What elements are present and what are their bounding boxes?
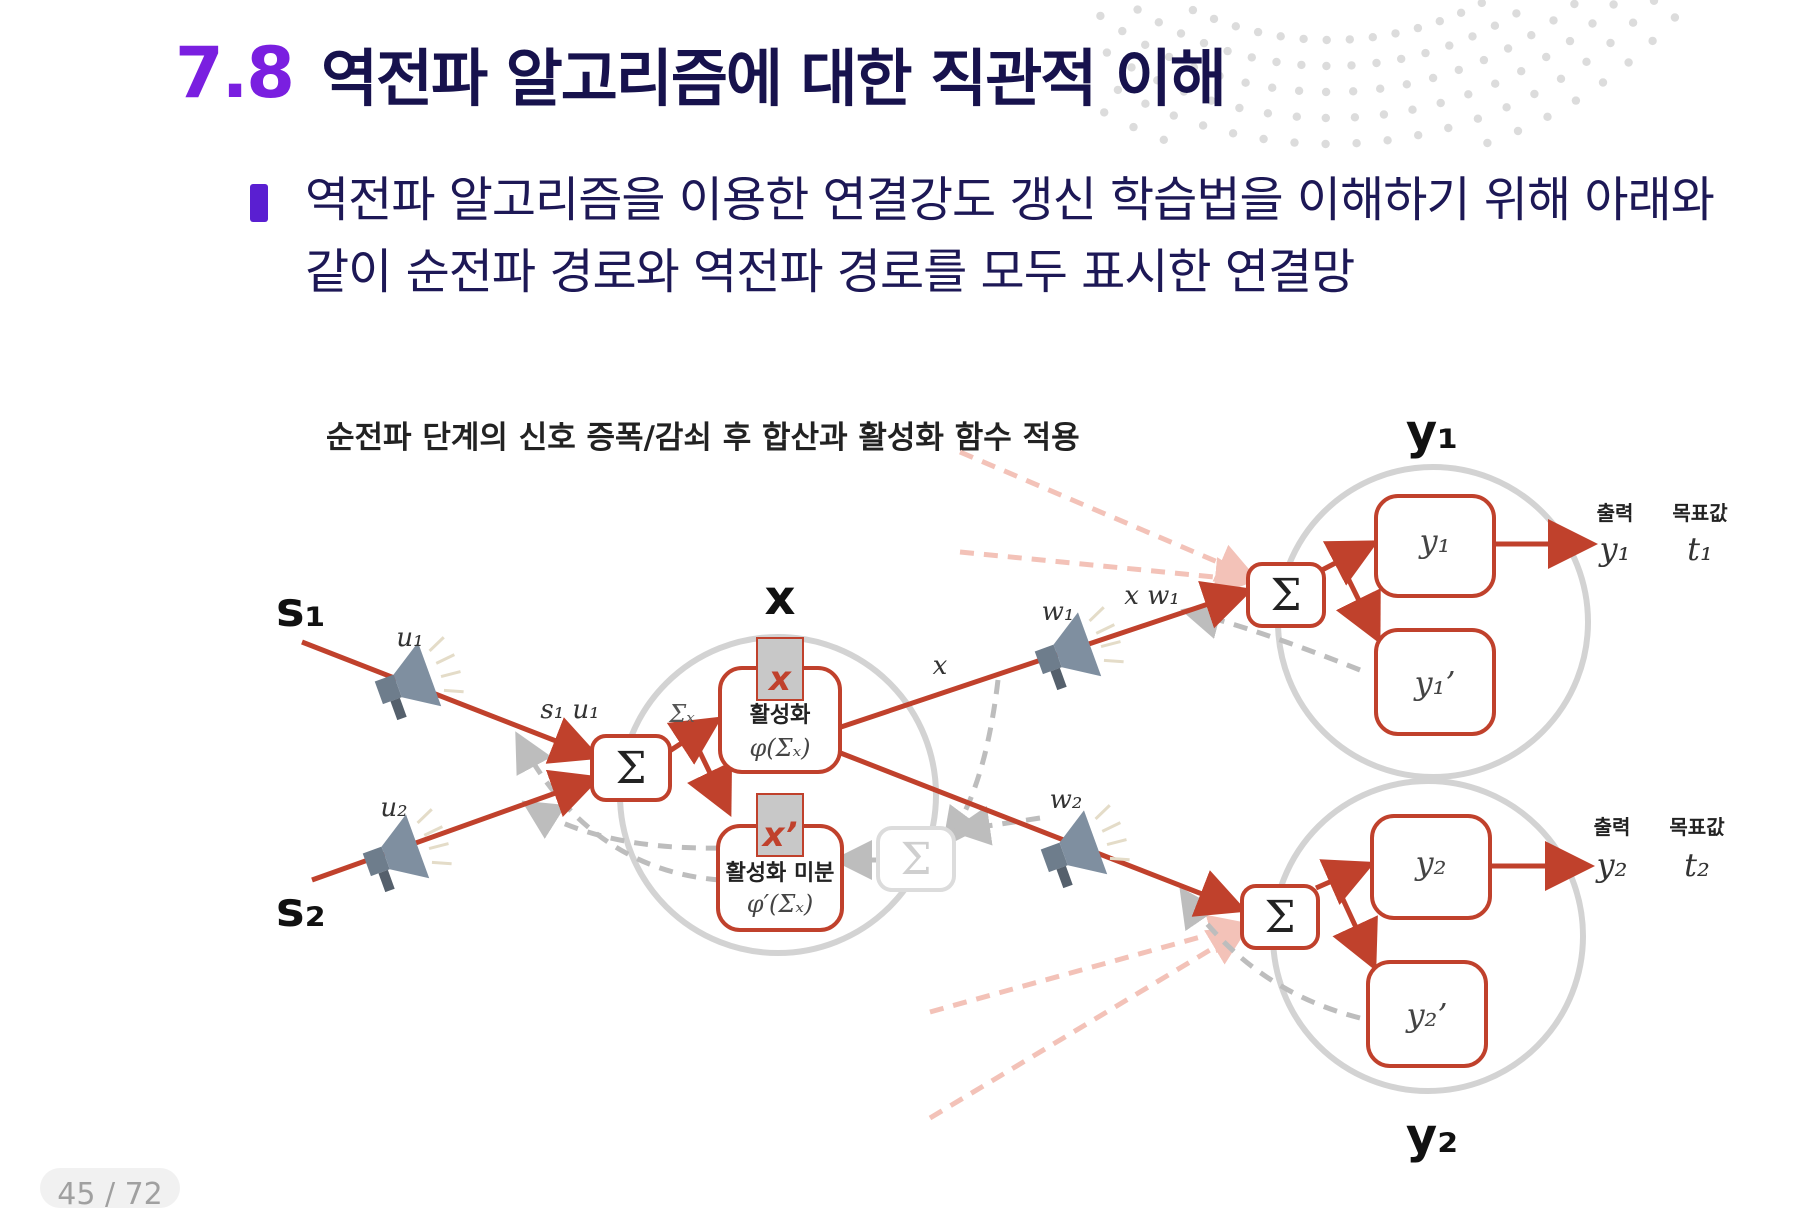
y1-target-value: t₁ bbox=[1687, 530, 1713, 568]
weight-label-u1: u₁ bbox=[396, 623, 423, 653]
hidden-label-x: x bbox=[765, 570, 796, 626]
edge-sum1-y1prime bbox=[1340, 562, 1376, 635]
sum-symbol: Σ bbox=[615, 743, 646, 794]
node-x-label: x bbox=[767, 659, 792, 699]
weight-label-u2: u₂ bbox=[380, 793, 407, 823]
input-label-s2: s₂ bbox=[276, 882, 326, 938]
input-label-s1: s₁ bbox=[276, 582, 326, 638]
y2-target-value: t₂ bbox=[1684, 846, 1710, 884]
edge-sum2-y2prime bbox=[1334, 880, 1372, 962]
edge-s2-sum bbox=[312, 780, 592, 880]
edge-sum2-y2 bbox=[1316, 866, 1366, 888]
sum-node-backward: Σ bbox=[878, 828, 954, 890]
derivative-node: x’ 활성화 미분 φ′(Σₓ) bbox=[718, 794, 842, 930]
incoming-dashed-3 bbox=[930, 926, 1240, 1012]
weight-label-w2: w₂ bbox=[1050, 785, 1083, 815]
weight-label-w1: w₁ bbox=[1042, 597, 1075, 627]
sum-node-y1: Σ bbox=[1248, 564, 1324, 626]
diagram-caption: 순전파 단계의 신호 증폭/감쇠 후 합산과 활성화 함수 적용 bbox=[326, 420, 1080, 456]
incoming-dashed-2 bbox=[960, 552, 1245, 580]
y2-target-header: 목표값 bbox=[1669, 815, 1725, 839]
edge-label-xw1: x w₁ bbox=[1124, 581, 1180, 611]
y1-target-header: 목표값 bbox=[1672, 501, 1728, 525]
y1-output-header: 출력 bbox=[1597, 501, 1634, 525]
y1-node-label: y₁ bbox=[1418, 522, 1451, 560]
node-xprime-label: x’ bbox=[761, 815, 798, 855]
y1-prime-label: y₁’ bbox=[1412, 664, 1455, 702]
megaphone-icon-w2 bbox=[1033, 800, 1135, 893]
sum-symbol: Σ bbox=[1270, 570, 1301, 621]
incoming-dashed-1 bbox=[960, 452, 1248, 575]
page-counter: 45 / 72 bbox=[40, 1168, 180, 1208]
y2-output-header: 출력 bbox=[1594, 815, 1631, 839]
edge-sum1-y1 bbox=[1322, 545, 1370, 570]
y1-prime-node: y₁’ bbox=[1376, 630, 1494, 734]
activation-formula: φ(Σₓ) bbox=[749, 734, 810, 762]
incoming-dashed-4 bbox=[930, 932, 1240, 1118]
sum-symbol: Σ bbox=[900, 834, 931, 885]
y2-prime-label: y₂’ bbox=[1404, 996, 1447, 1034]
derivative-formula: φ′(Σₓ) bbox=[747, 890, 813, 918]
y1-node: y₁ bbox=[1376, 496, 1494, 596]
edge-label-s1u1: s₁ u₁ bbox=[540, 695, 599, 725]
edge-label-x: x bbox=[933, 651, 948, 681]
activation-label: 활성화 bbox=[750, 703, 811, 728]
activation-node: x 활성화 φ(Σₓ) bbox=[720, 638, 840, 772]
backprop-diagram: 순전파 단계의 신호 증폭/감쇠 후 합산과 활성화 함수 적용 Σ Σ Σ bbox=[0, 0, 1810, 1195]
y2-node: y₂ bbox=[1372, 816, 1490, 918]
edge-label-sigma-x: Σₓ bbox=[668, 700, 695, 728]
sum-symbol: Σ bbox=[1264, 892, 1295, 943]
backward-path-3 bbox=[948, 680, 998, 840]
y2-node-label: y₂ bbox=[1414, 844, 1447, 882]
y2-output-value: y₂ bbox=[1595, 846, 1628, 884]
output-label-y1: y₁ bbox=[1406, 404, 1458, 460]
output-label-y2: y₂ bbox=[1406, 1108, 1458, 1164]
y2-prime-node: y₂’ bbox=[1368, 962, 1486, 1066]
y1-output-value: y₁ bbox=[1598, 530, 1631, 568]
sum-node-y2: Σ bbox=[1242, 886, 1318, 948]
derivative-label: 활성화 미분 bbox=[726, 861, 835, 886]
sum-node-hidden: Σ bbox=[592, 736, 670, 800]
